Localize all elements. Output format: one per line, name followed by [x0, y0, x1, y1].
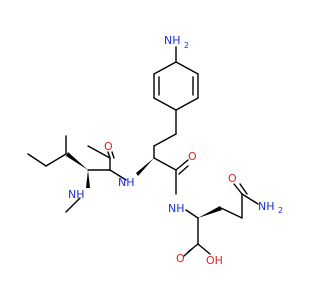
- atom-labels: NH 2 NH NH NH O O O NH 2 O OH: [68, 34, 283, 267]
- bond-double: [111, 151, 115, 159]
- stereo-wedge: [66, 152, 88, 170]
- cyclohexadiene-ring: [153, 46, 199, 111]
- bond-double: [178, 165, 189, 175]
- bond: [45, 153, 67, 167]
- bond: [241, 193, 259, 205]
- bond: [220, 207, 243, 219]
- bond: [87, 145, 111, 159]
- acid-oh-label: OH: [206, 254, 223, 267]
- bond: [175, 97, 199, 111]
- carbonyl-o-label: O: [188, 150, 197, 163]
- stereo-wedge: [86, 170, 90, 188]
- chemical-structure: NH 2 NH NH NH O O O NH 2 O OH: [27, 34, 283, 267]
- amide-nh-label: NH: [168, 202, 185, 215]
- bond: [233, 183, 243, 195]
- side-chain-n-subscript: 2: [278, 206, 283, 215]
- amine-label: NH: [164, 34, 181, 47]
- bond: [153, 133, 177, 147]
- bond: [65, 197, 81, 213]
- bond-double: [239, 183, 248, 195]
- side-chain-o-label: O: [228, 172, 237, 185]
- bond: [175, 159, 189, 171]
- carbonyl-o-label: O: [104, 140, 113, 153]
- bond: [197, 243, 211, 255]
- bond: [153, 157, 177, 171]
- bond: [153, 97, 177, 111]
- side-chain-n-label: NH: [258, 200, 275, 213]
- bond: [109, 169, 127, 181]
- bond: [175, 61, 199, 75]
- amide-nh-label: NH: [118, 176, 135, 189]
- acid-o-label: O: [176, 252, 185, 265]
- amine-subscript: 2: [184, 41, 189, 50]
- stereo-wedge: [198, 206, 222, 218]
- bond: [107, 151, 111, 159]
- stereo-wedge: [136, 158, 154, 176]
- bond: [27, 153, 47, 167]
- bond: [185, 209, 199, 219]
- methylamino-label: NH: [68, 188, 85, 201]
- bond-double: [183, 248, 193, 257]
- bond: [153, 61, 177, 75]
- structure-canvas: NH 2 NH NH NH O O O NH 2 O OH: [27, 34, 283, 267]
